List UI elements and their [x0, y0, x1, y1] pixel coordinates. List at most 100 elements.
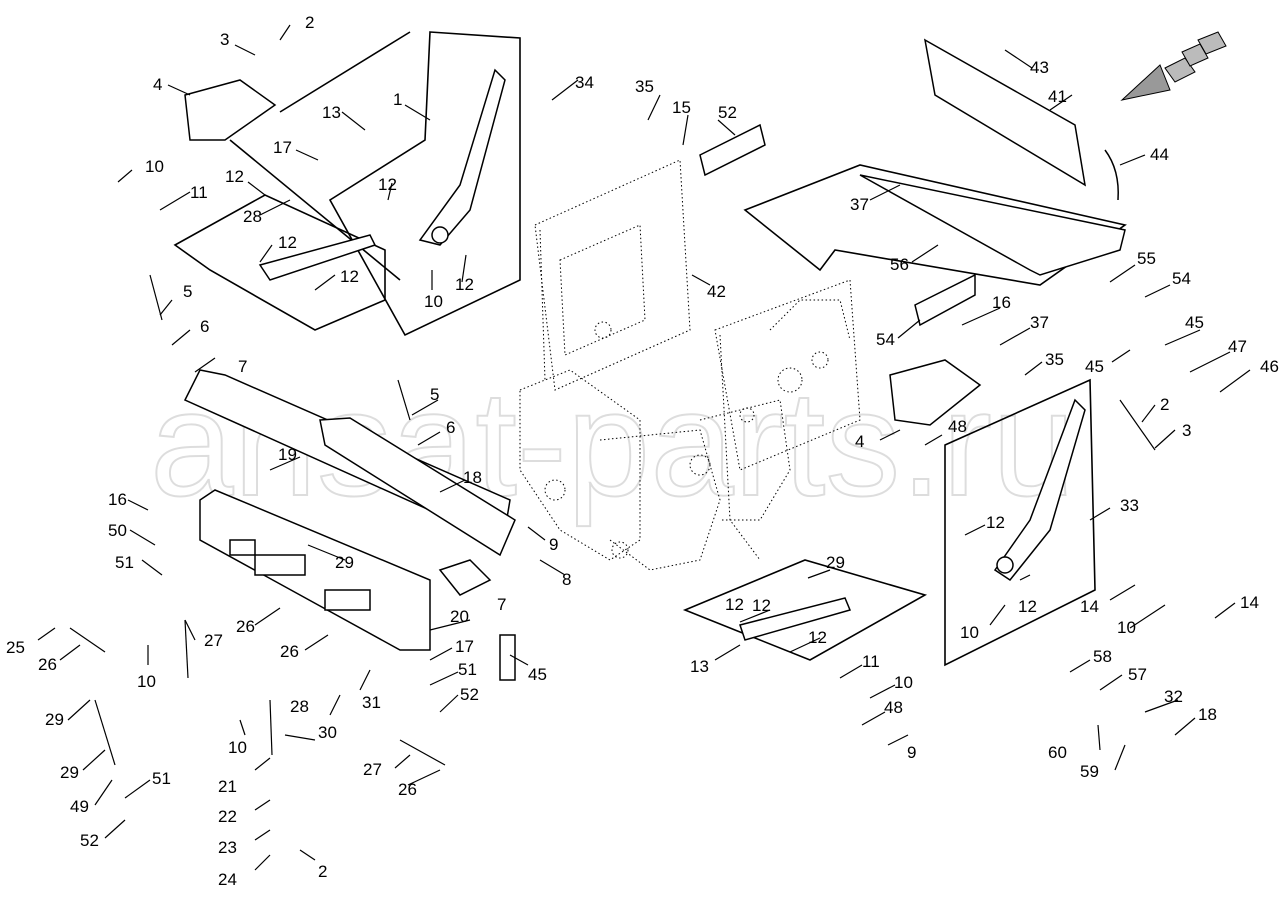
part-label: 18 — [463, 468, 482, 487]
part-label: 45 — [528, 665, 547, 684]
part-label: 3 — [220, 30, 229, 49]
part-label: 26 — [236, 617, 255, 636]
part-label: 48 — [884, 698, 903, 717]
part-label: 56 — [890, 255, 909, 274]
part-label: 26 — [280, 642, 299, 661]
part-label: 37 — [850, 195, 869, 214]
part-label: 52 — [718, 103, 737, 122]
part-label: 10 — [1117, 618, 1136, 637]
part-label: 30 — [318, 723, 337, 742]
direction-arrow-icon — [1120, 31, 1227, 101]
part-label: 12 — [278, 233, 297, 252]
part-label: 28 — [290, 697, 309, 716]
part-label: 16 — [992, 293, 1011, 312]
part-label: 16 — [108, 490, 127, 509]
covers — [499, 38, 1126, 681]
part-label: 35 — [1045, 350, 1064, 369]
part-label: 6 — [446, 418, 455, 437]
part-label: 29 — [60, 763, 79, 782]
part-label: 45 — [1085, 357, 1104, 376]
rods — [69, 274, 1156, 766]
part-label: 5 — [183, 282, 192, 301]
part-label: 27 — [204, 631, 223, 650]
part-label: 51 — [458, 660, 477, 679]
lower-brackets — [183, 369, 516, 651]
part-label: 18 — [1198, 705, 1217, 724]
part-label: 51 — [115, 553, 134, 572]
part-label: 46 — [1260, 357, 1279, 376]
part-label: 8 — [562, 570, 571, 589]
part-label: 13 — [322, 103, 341, 122]
part-label: 35 — [635, 77, 654, 96]
part-label: 58 — [1093, 647, 1112, 666]
part-label: 31 — [362, 693, 381, 712]
part-label: 44 — [1150, 145, 1169, 164]
part-label: 32 — [1164, 687, 1183, 706]
part-label: 55 — [1137, 249, 1156, 268]
part-label: 5 — [430, 385, 439, 404]
part-label: 60 — [1048, 743, 1067, 762]
part-label: 29 — [335, 553, 354, 572]
main-frame — [519, 159, 861, 571]
part-label: 4 — [153, 75, 162, 94]
part-label: 17 — [273, 138, 292, 157]
part-label: 2 — [1160, 395, 1169, 414]
part-label: 29 — [45, 710, 64, 729]
part-label: 50 — [108, 521, 127, 540]
part-label: 29 — [826, 553, 845, 572]
part-label: 24 — [218, 870, 237, 889]
part-label: 11 — [862, 652, 880, 671]
part-label: 10 — [960, 623, 979, 642]
part-label: 13 — [690, 657, 709, 676]
part-label: 7 — [497, 595, 506, 614]
part-label: 27 — [363, 760, 382, 779]
part-label: 54 — [876, 330, 895, 349]
part-label: 17 — [455, 637, 474, 656]
leader-lines — [37, 24, 1251, 871]
part-label: 45 — [1185, 313, 1204, 332]
part-label: 9 — [907, 743, 916, 762]
part-label: 28 — [243, 207, 262, 226]
part-label: 37 — [1030, 313, 1049, 332]
part-label: 22 — [218, 807, 237, 826]
part-label: 47 — [1228, 337, 1247, 356]
part-label: 52 — [80, 831, 99, 850]
part-label: 4 — [855, 432, 864, 451]
part-label: 19 — [278, 445, 297, 464]
part-label: 12 — [378, 175, 397, 194]
part-label: 7 — [238, 357, 247, 376]
part-label: 15 — [672, 98, 691, 117]
part-label: 12 — [725, 595, 744, 614]
part-label: 51 — [152, 769, 171, 788]
part-label: 2 — [318, 862, 327, 881]
part-label: 9 — [549, 535, 558, 554]
part-label: 10 — [894, 673, 913, 692]
part-label: 10 — [424, 292, 443, 311]
part-label: 41 — [1048, 87, 1067, 106]
part-label: 26 — [38, 655, 57, 674]
part-label: 34 — [575, 73, 594, 92]
part-label: 26 — [398, 780, 417, 799]
part-label: 33 — [1120, 496, 1139, 515]
part-label: 10 — [137, 672, 156, 691]
part-label: 21 — [218, 777, 237, 796]
part-label: 1 — [393, 90, 402, 109]
part-label: 43 — [1030, 58, 1049, 77]
part-label: 10 — [145, 157, 164, 176]
part-label: 57 — [1128, 665, 1147, 684]
part-label: 42 — [707, 282, 726, 301]
part-label: 12 — [752, 596, 771, 615]
part-label: 59 — [1080, 762, 1099, 781]
part-label: 10 — [228, 738, 247, 757]
part-label: 2 — [305, 13, 314, 32]
part-label: 12 — [808, 628, 827, 647]
part-label: 23 — [218, 838, 237, 857]
part-label: 52 — [460, 685, 479, 704]
actuators — [184, 79, 982, 426]
part-label: 11 — [190, 183, 208, 202]
part-label: 49 — [70, 797, 89, 816]
part-labels: 1 2 2 2 3 3 4 4 5 5 6 6 7 7 8 9 9 10 10 … — [6, 13, 1279, 889]
part-label: 12 — [986, 513, 1005, 532]
part-label: 12 — [340, 267, 359, 286]
